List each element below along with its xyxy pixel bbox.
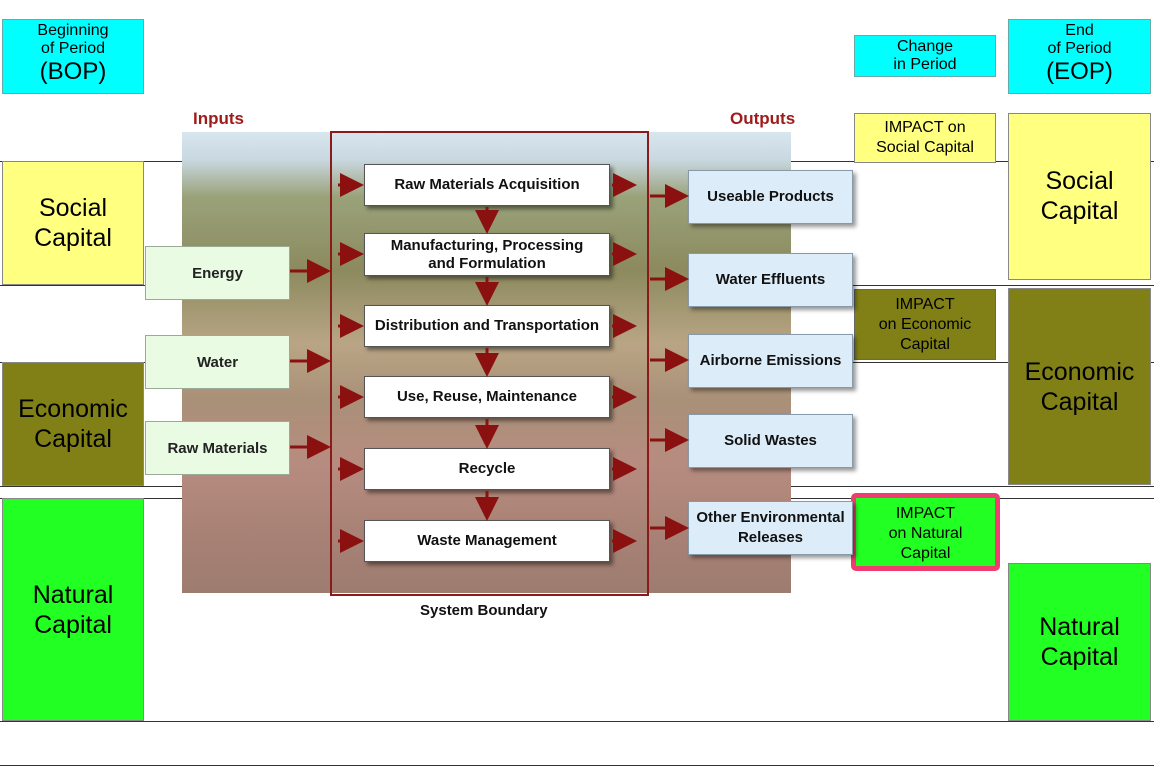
- input-water: Water: [145, 335, 290, 389]
- stage-manufacturing: Manufacturing, Processing and Formulatio…: [364, 233, 610, 276]
- impact-social-capital: IMPACT on Social Capital: [854, 113, 996, 163]
- stage-recycle: Recycle: [364, 448, 610, 490]
- stage-distribution: Distribution and Transportation: [364, 305, 610, 347]
- bop-box: Beginning of Period (BOP): [2, 19, 144, 94]
- divider-line: [0, 721, 1154, 722]
- output-solid-wastes: Solid Wastes: [688, 414, 853, 468]
- input-energy: Energy: [145, 246, 290, 300]
- stage-raw-materials-acquisition: Raw Materials Acquisition: [364, 164, 610, 206]
- eop-line1: End: [1065, 22, 1094, 39]
- change-box: Change in Period: [854, 35, 996, 77]
- bop-line1: Beginning: [37, 22, 109, 39]
- eop-box: End of Period (EOP): [1008, 19, 1151, 94]
- bop-abbr: (BOP): [39, 58, 107, 85]
- eop-economic-capital: Economic Capital: [1008, 288, 1151, 485]
- bop-line2: of Period: [40, 40, 106, 57]
- output-other-releases: Other Environmental Releases: [688, 501, 853, 555]
- eop-social-capital: Social Capital: [1008, 113, 1151, 280]
- system-boundary: [330, 131, 649, 596]
- change-line2: in Period: [893, 56, 957, 73]
- outputs-header: Outputs: [730, 109, 796, 128]
- eop-natural-capital: Natural Capital: [1008, 563, 1151, 721]
- change-line1: Change: [896, 38, 954, 55]
- divider-line: [0, 765, 1154, 766]
- stage-use-reuse: Use, Reuse, Maintenance: [364, 376, 610, 418]
- impact-natural-capital: IMPACT on Natural Capital: [851, 493, 1000, 571]
- eop-abbr: (EOP): [1046, 58, 1113, 85]
- bop-natural-capital: Natural Capital: [2, 498, 144, 721]
- eop-line2: of Period: [1047, 40, 1112, 57]
- inputs-header: Inputs: [193, 109, 244, 128]
- output-water-effluents: Water Effluents: [688, 253, 853, 307]
- bop-social-capital: Social Capital: [2, 161, 144, 285]
- stage-waste-management: Waste Management: [364, 520, 610, 562]
- input-raw-materials: Raw Materials: [145, 421, 290, 475]
- system-boundary-label: System Boundary: [420, 602, 548, 619]
- output-airborne-emissions: Airborne Emissions: [688, 334, 853, 388]
- impact-economic-capital: IMPACT on Economic Capital: [854, 289, 996, 360]
- bop-economic-capital: Economic Capital: [2, 362, 144, 486]
- output-useable-products: Useable Products: [688, 170, 853, 224]
